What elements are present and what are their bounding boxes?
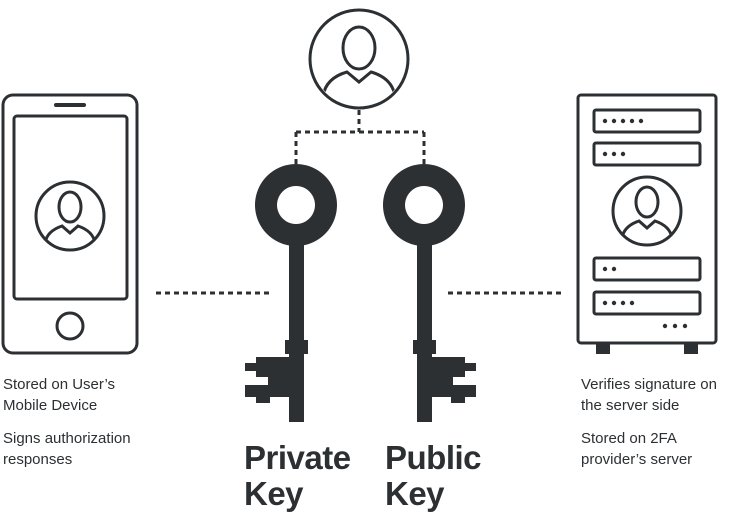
public-key-icon	[382, 164, 476, 422]
server-icon	[576, 93, 718, 354]
connector-avatar-to-keys	[294, 110, 426, 164]
server-caption: Verifies signature on the server side St…	[581, 374, 743, 470]
private-key-label: Private Key	[244, 439, 351, 512]
phone-caption-signing: Signs authorization responses	[3, 430, 131, 468]
top-user-avatar-icon	[308, 8, 410, 110]
public-key-label: Public Key	[385, 439, 482, 512]
phone-caption-storage: Stored on User’s Mobile Device	[3, 376, 116, 414]
phone-user-avatar-icon	[34, 180, 106, 252]
smartphone-icon	[1, 93, 139, 355]
server-user-avatar-icon	[611, 175, 683, 247]
private-key-icon	[245, 164, 337, 422]
server-caption-storage: Stored on 2FA provider’s server	[581, 430, 693, 468]
phone-caption: Stored on User’s Mobile Device Signs aut…	[3, 374, 183, 470]
server-caption-verification: Verifies signature on the server side	[581, 376, 717, 414]
dashed-connectors	[156, 110, 565, 295]
